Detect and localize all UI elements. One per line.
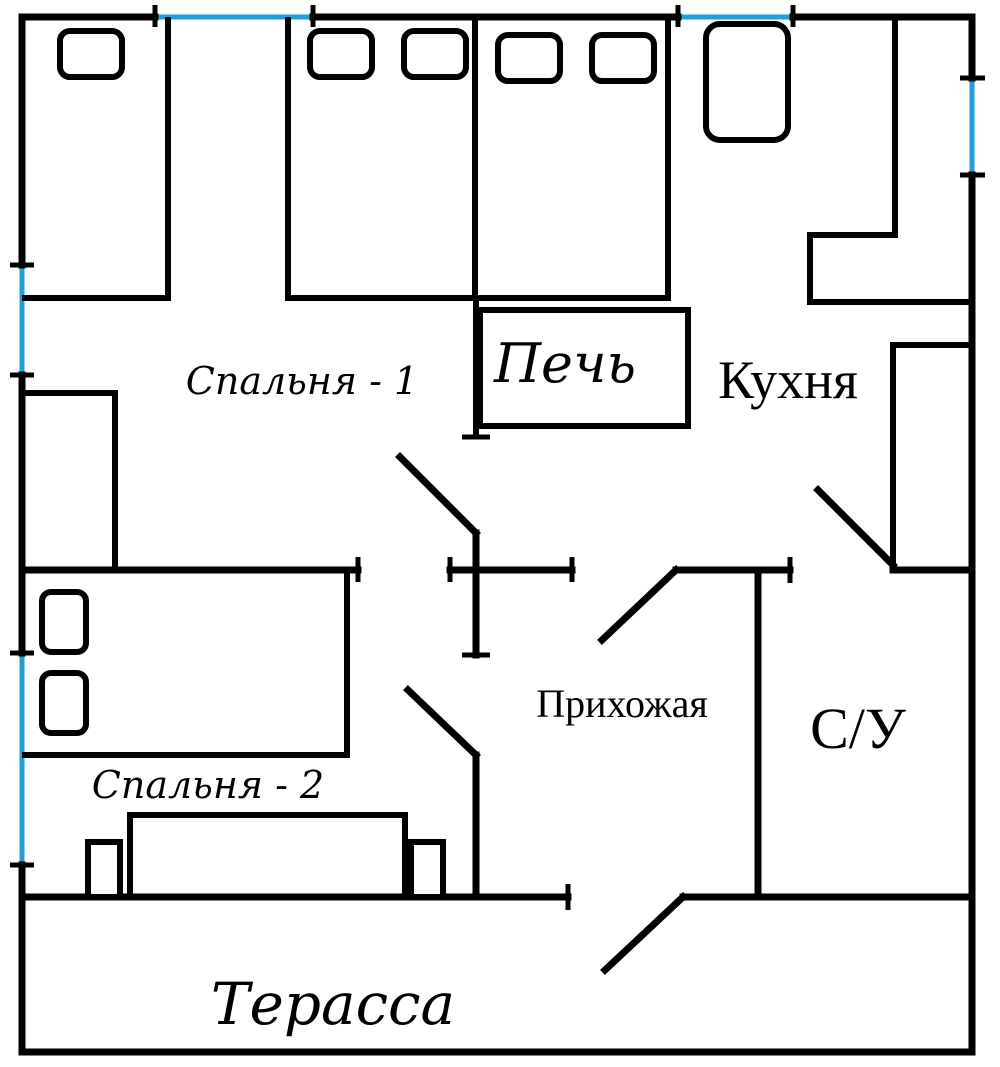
kitchen-cabinet xyxy=(890,342,972,570)
outer-walls xyxy=(18,13,976,1056)
bathroom-door xyxy=(597,565,681,645)
pillow-icon xyxy=(39,670,89,736)
terrace-door xyxy=(600,892,688,975)
stove xyxy=(477,307,691,429)
pillow-icon xyxy=(39,589,89,655)
pillow-icon xyxy=(401,28,469,80)
bed-bedroom2 xyxy=(22,570,350,758)
label-bedroom2: Спальня - 2 xyxy=(92,763,324,807)
pillow-icon xyxy=(589,32,657,84)
interior-walls xyxy=(18,452,976,975)
bedroom2-door xyxy=(403,685,481,760)
pillow-icon xyxy=(307,28,375,80)
label-bedroom1: Спальня - 1 xyxy=(186,359,418,403)
label-hallway: Прихожая xyxy=(536,681,708,726)
kitchen-counter-top xyxy=(807,17,972,305)
bathtub xyxy=(703,21,791,143)
label-kitchen: Кухня xyxy=(718,350,858,410)
room-labels: Спальня - 1 Печь Кухня Прихожая С/У Спал… xyxy=(92,332,907,1038)
label-stove: Печь xyxy=(493,332,636,395)
label-bathroom: С/У xyxy=(810,696,907,761)
dresser xyxy=(127,812,408,900)
pillow-icon xyxy=(495,32,563,84)
bed-double-b xyxy=(475,17,671,301)
wardrobe-bedroom1 xyxy=(22,390,118,570)
kitchen-door xyxy=(813,485,898,570)
furniture xyxy=(22,17,972,900)
label-terrace: Терасса xyxy=(211,970,455,1038)
bed-double-a xyxy=(285,17,478,301)
pillow-icon xyxy=(57,28,125,80)
bedroom1-door xyxy=(395,452,481,538)
window-ticks xyxy=(10,5,985,868)
bed-bedroom1-left xyxy=(22,17,171,301)
bedside-table-right xyxy=(408,839,446,900)
bedside-table-left xyxy=(85,839,123,900)
